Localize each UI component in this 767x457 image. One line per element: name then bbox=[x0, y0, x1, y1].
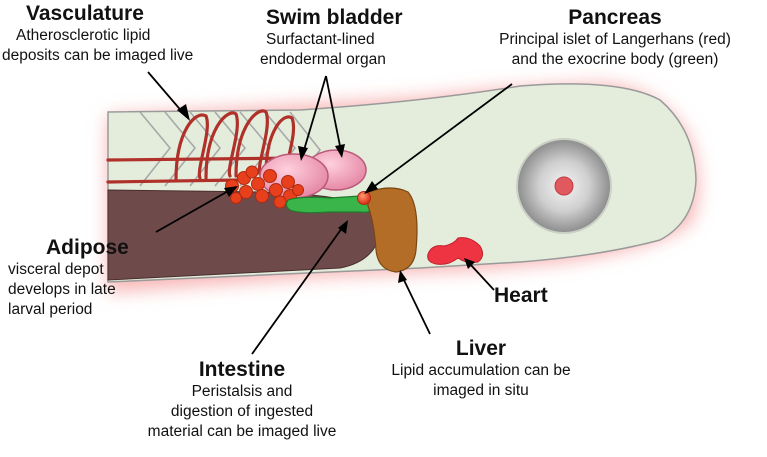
swim-bladder-title: Swim bladder bbox=[266, 6, 403, 29]
pointer-lines bbox=[147, 71, 513, 355]
pancreas-title: Pancreas bbox=[568, 6, 662, 29]
liver-desc-1: Lipid accumulation can be bbox=[391, 362, 571, 379]
heart-shape bbox=[427, 237, 484, 265]
swim-bladder-desc-1: Surfactant-lined bbox=[266, 31, 375, 48]
pancreas-islet bbox=[357, 191, 371, 205]
heart-title: Heart bbox=[494, 284, 548, 307]
intestine-desc-1: Peristalsis and bbox=[191, 383, 293, 400]
adipose-title: Adipose bbox=[46, 236, 129, 259]
intestine-desc-3: material can be imaged live bbox=[147, 423, 337, 440]
vasculature-label: Vasculature Atherosclerotic lipid deposi… bbox=[2, 2, 193, 66]
swim-bladder-desc-2: endodermal organ bbox=[260, 51, 386, 68]
vasculature-desc-1: Atherosclerotic lipid bbox=[16, 27, 151, 44]
pancreas-exocrine bbox=[285, 195, 373, 214]
eye bbox=[516, 138, 612, 234]
vasculature-desc-2: deposits can be imaged live bbox=[2, 47, 194, 64]
pancreas-desc-2: and the exocrine body (green) bbox=[511, 51, 719, 68]
adipose-desc-2: develops in late bbox=[8, 281, 116, 298]
pointer-arrowheads bbox=[177, 104, 475, 283]
intestine-title: Intestine bbox=[198, 358, 286, 381]
liver-title: Liver bbox=[455, 337, 507, 360]
liver-shape bbox=[367, 187, 418, 273]
liver-label: Liver Lipid accumulation can be imaged i… bbox=[360, 337, 602, 401]
pancreas-label: Pancreas Principal islet of Langerhans (… bbox=[466, 6, 764, 70]
adipose-desc-3: larval period bbox=[8, 301, 93, 318]
adipose-label: Adipose visceral depot develops in late … bbox=[2, 236, 129, 320]
adipose-droplets bbox=[225, 165, 304, 209]
heart-label: Heart bbox=[494, 284, 548, 308]
liver-desc-2: imaged in situ bbox=[433, 382, 529, 399]
intestine-label: Intestine Peristalsis and digestion of i… bbox=[124, 358, 360, 442]
adipose-desc-1: visceral depot bbox=[8, 261, 104, 278]
intestine-desc-2: digestion of ingested bbox=[170, 403, 314, 420]
vasculature-title: Vasculature bbox=[26, 2, 144, 25]
pancreas-desc-1: Principal islet of Langerhans (red) bbox=[499, 31, 731, 48]
swim-bladder-label: Swim bladder Surfactant-lined endodermal… bbox=[260, 6, 403, 70]
